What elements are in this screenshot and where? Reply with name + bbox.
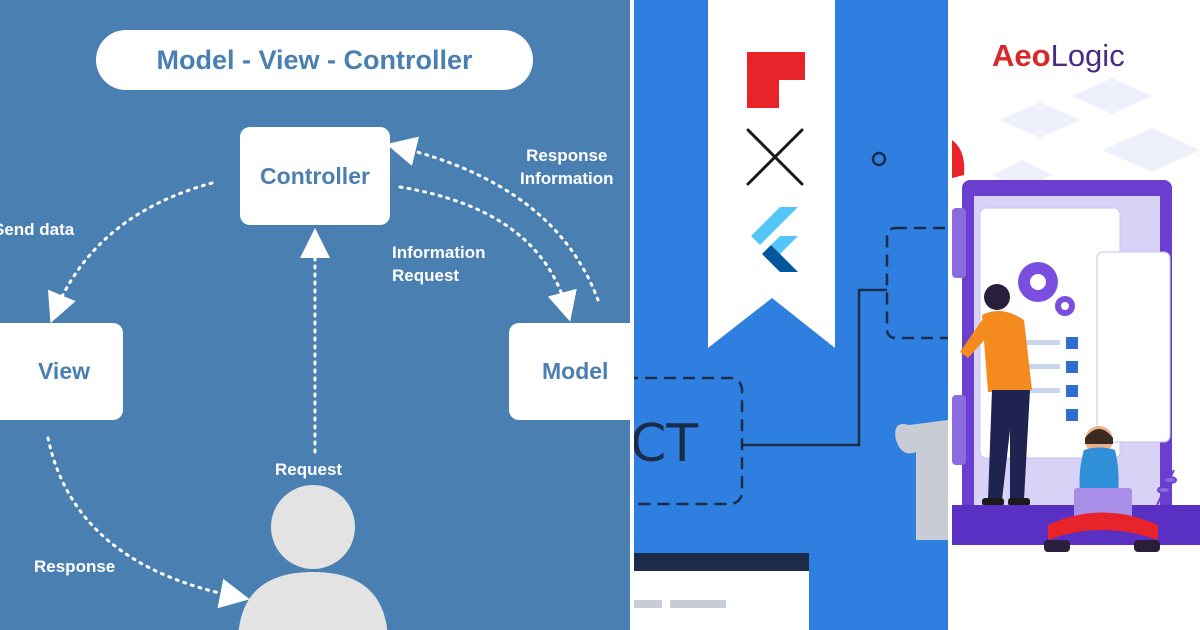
puzzle-piece-icon <box>895 420 948 540</box>
panel-divider-2 <box>948 0 952 630</box>
aeologic-panel: AeoLogic <box>952 0 1200 630</box>
ribbon-banner <box>708 0 835 348</box>
dashed-box-left <box>634 376 744 506</box>
user-avatar-icon <box>238 485 388 630</box>
mvc-title: Model - View - Controller <box>96 30 533 90</box>
partial-text: CT <box>634 414 699 474</box>
label-response: Response <box>34 557 116 576</box>
flutter-logo-icon <box>751 207 798 272</box>
label-send-data: Send data <box>0 220 75 239</box>
view-box: View <box>0 323 123 420</box>
label-information-request: Information Request <box>392 243 486 285</box>
panel-divider <box>630 0 634 630</box>
cross-icon <box>746 128 804 186</box>
flutter-illustration <box>634 0 948 630</box>
aeologic-illustration <box>952 78 1200 552</box>
arrow-view-to-user <box>46 436 250 609</box>
mvc-diagram-panel: Model - View - Controller Controller Vie… <box>0 0 630 630</box>
red-logo-icon <box>747 52 805 108</box>
model-box: Model <box>509 323 630 420</box>
plant-icon <box>1156 469 1177 506</box>
arrow-controller-to-view <box>48 181 214 324</box>
controller-box: Controller <box>240 127 390 225</box>
arrow-model-to-controller <box>386 136 600 302</box>
arrow-controller-to-model <box>398 185 577 322</box>
dashed-box-right <box>885 226 948 340</box>
label-request: Request <box>275 460 343 479</box>
ring-icon <box>871 151 887 167</box>
standing-person <box>960 284 1032 506</box>
flutter-panel: CT <box>634 0 948 630</box>
mvc-arrows <box>46 136 600 630</box>
laptop-icon <box>1074 488 1132 520</box>
connector-line <box>742 288 887 447</box>
sitting-person <box>1044 426 1160 552</box>
info-card-back <box>1096 251 1171 443</box>
aeologic-logo: AeoLogic <box>992 38 1125 73</box>
label-response-information: Response Information <box>520 146 614 188</box>
